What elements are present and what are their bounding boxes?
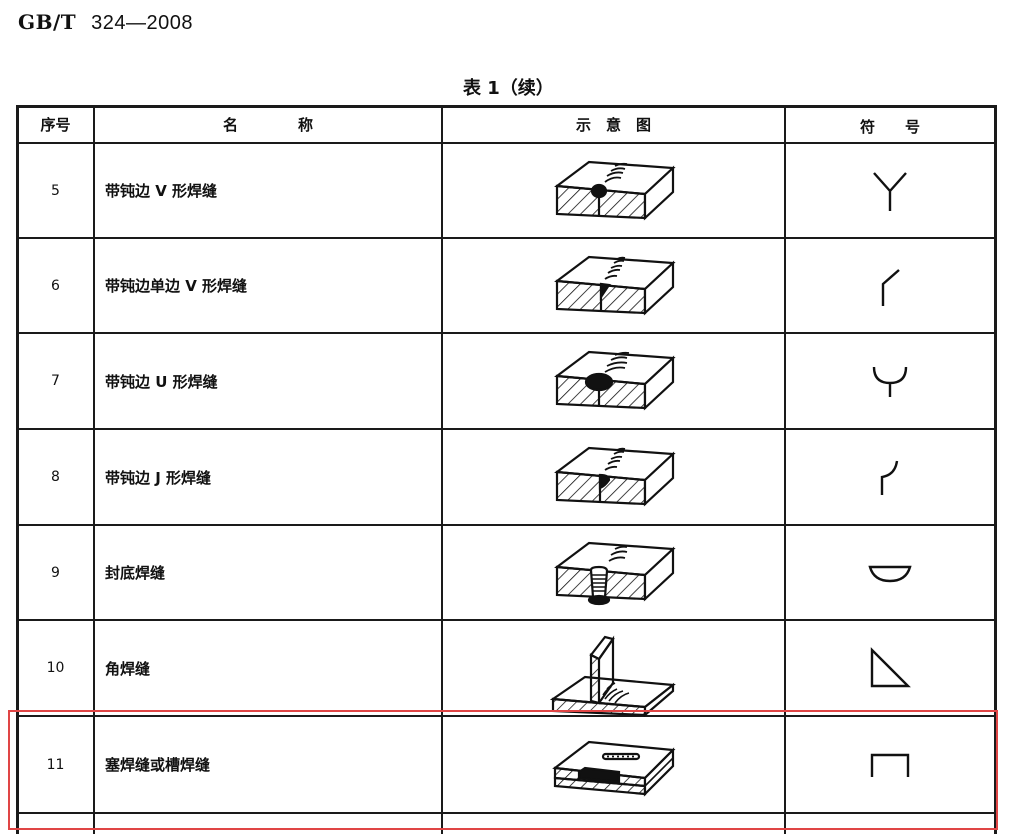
col-divider xyxy=(441,105,443,834)
y-symbol-icon xyxy=(786,144,994,237)
standard-number: 324—2008 xyxy=(91,12,193,34)
half-circle-symbol-icon xyxy=(786,526,994,619)
row-name: 带钝边 J 形焊缝 xyxy=(105,468,212,487)
half-y-symbol-icon xyxy=(786,239,994,332)
row-name: 带钝边单边 V 形焊缝 xyxy=(105,277,248,295)
header-name: 名 称 xyxy=(222,116,313,134)
header-divider xyxy=(16,142,997,144)
row-name: 带钝边 U 形焊缝 xyxy=(105,372,218,391)
row-index: 7 xyxy=(51,373,60,389)
row-index: 11 xyxy=(46,756,65,773)
row-name: 塞焊缝或槽焊缝 xyxy=(105,756,211,774)
v-groove-weld-with-root-face-diagram-icon xyxy=(443,144,784,237)
weld-symbol-table: 序号 名 称 示 意 图 符 号 5 带钝边 V 形焊缝 6 带钝边单边 xyxy=(16,105,997,834)
fillet-weld-diagram-icon xyxy=(443,621,784,717)
u-symbol-icon xyxy=(786,334,994,428)
row-divider xyxy=(16,715,997,717)
row-divider xyxy=(16,524,997,526)
row-index: 9 xyxy=(51,564,60,581)
standard-prefix: GB/T xyxy=(18,10,77,34)
triangle-symbol-icon xyxy=(786,621,994,715)
rectangle-open-symbol-icon xyxy=(786,717,994,812)
table-caption: 表 1（续） xyxy=(463,78,554,99)
header-index: 序号 xyxy=(40,116,71,134)
plug-or-slot-weld-diagram-icon xyxy=(443,717,784,812)
backing-weld-diagram-icon xyxy=(443,526,784,619)
row-divider xyxy=(16,237,997,239)
row-index: 5 xyxy=(51,182,60,199)
table-border-right xyxy=(994,105,997,834)
row-divider xyxy=(16,332,997,334)
header-diagram: 示 意 图 xyxy=(575,116,651,134)
col-divider xyxy=(784,105,786,834)
standard-code: GB/T 324—2008 xyxy=(18,10,193,35)
row-name: 角焊缝 xyxy=(105,659,151,678)
row-index: 6 xyxy=(51,277,60,294)
row-index: 10 xyxy=(46,660,65,676)
row-index: 8 xyxy=(51,469,60,485)
table-border-top xyxy=(16,105,997,108)
col-divider xyxy=(93,105,95,834)
u-groove-weld-diagram-icon xyxy=(443,334,784,428)
table-border-left xyxy=(16,105,19,834)
row-name: 封底焊缝 xyxy=(105,564,166,582)
row-divider xyxy=(16,619,997,621)
j-symbol-icon xyxy=(786,430,994,524)
row-name: 带钝边 V 形焊缝 xyxy=(105,182,218,200)
row-divider xyxy=(16,428,997,430)
single-bevel-weld-with-root-face-diagram-icon xyxy=(443,239,784,332)
j-groove-weld-diagram-icon xyxy=(443,430,784,524)
row-divider xyxy=(16,812,997,814)
header-symbol: 符 号 xyxy=(859,118,920,136)
